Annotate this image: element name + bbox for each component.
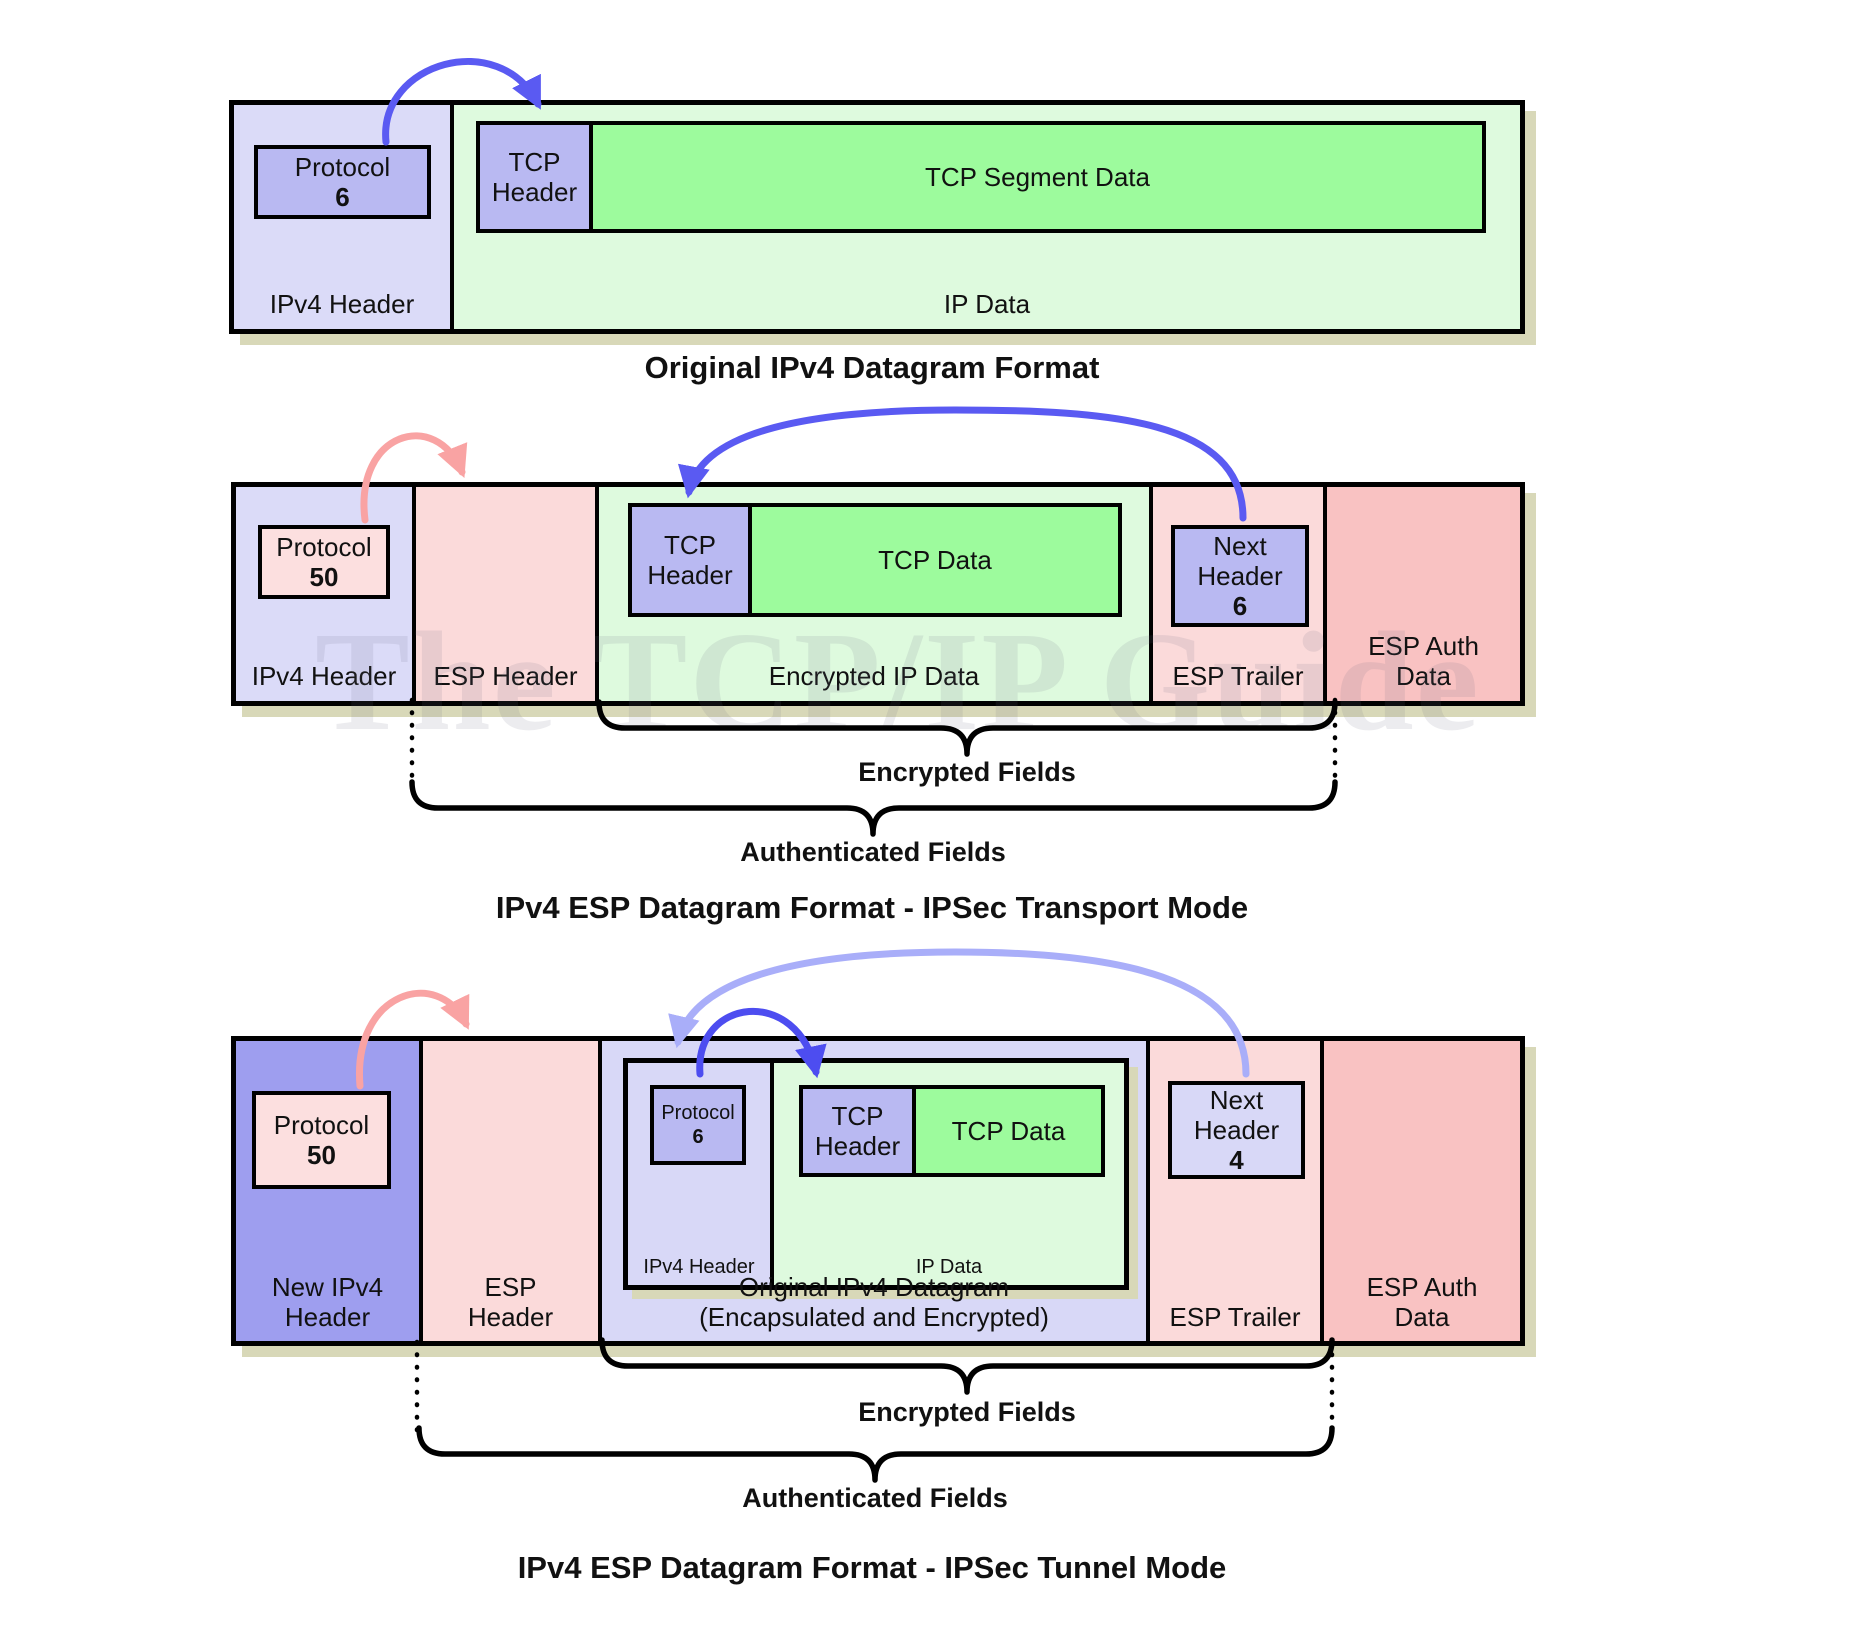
d3-section-esp-trailer: Next Header 4 ESP Trailer [1146, 1041, 1320, 1341]
d3-inner-protocol-label: Protocol [661, 1102, 735, 1124]
d2-section-esp-trailer: Next Header 6 ESP Trailer [1149, 487, 1323, 701]
d2-esp-auth-line1: ESP Auth [1368, 631, 1479, 661]
d2-encrypted-fields-label: Encrypted Fields [858, 757, 1076, 787]
d2-tcp-box: TCP Header TCP Data [628, 503, 1122, 617]
d3-encapsulated-datagram-box: Protocol 6 IPv4 Header TCP Header TCP Da… [623, 1058, 1129, 1290]
d1-protocol-label: Protocol [294, 152, 391, 182]
d3-encrypted-fields-label: Encrypted Fields [858, 1397, 1076, 1427]
d3-esp-auth-line2: Data [1394, 1302, 1450, 1332]
d3-inner-ipv4-header-label: IPv4 Header [643, 1256, 755, 1278]
d2-esp-header-label: ESP Header [433, 661, 578, 691]
d2-encrypted-fields-brace [596, 699, 1338, 757]
d3-next-header-value: 4 [1229, 1145, 1244, 1175]
d3-esp-auth-line1: ESP Auth [1366, 1272, 1478, 1302]
d1-section-ip-data: TCP Header TCP Segment Data IP Data [450, 105, 1520, 329]
d3-section-esp-header: ESP Header [419, 1041, 598, 1341]
d2-section-esp-auth: ESP Auth Data [1323, 487, 1520, 701]
d3-authenticated-fields-brace [416, 1425, 1335, 1483]
d3-orig-line2: (Encapsulated and Encrypted) [699, 1302, 1049, 1332]
d3-section-original-datagram: Protocol 6 IPv4 Header TCP Header TCP Da… [598, 1041, 1146, 1341]
d3-new-ipv4-line1: New IPv4 [271, 1272, 384, 1302]
d3-next-header-box: Next Header 4 [1168, 1081, 1305, 1179]
d3-inner-tcp-header-cell: TCP Header [803, 1089, 916, 1173]
d2-esp-auth-label: ESP Auth Data [1327, 631, 1520, 691]
d2-outer-box: Protocol 50 IPv4 Header ESP Header TCP H… [231, 482, 1525, 706]
d3-inner-protocol-box: Protocol 6 [650, 1085, 746, 1165]
d3-protocol-box: Protocol 50 [252, 1091, 391, 1189]
d3-esp-line2: Header [467, 1302, 554, 1332]
d3-encrypted-fields-brace [599, 1337, 1335, 1395]
d3-section-esp-auth: ESP Auth Data [1320, 1041, 1520, 1341]
d2-next-header-box: Next Header 6 [1171, 525, 1309, 627]
d3-esp-auth-label: ESP Auth Data [1324, 1272, 1520, 1332]
d2-esp-auth-line2: Data [1396, 661, 1451, 691]
d3-original-datagram-label: Original IPv4 Datagram (Encapsulated and… [602, 1272, 1146, 1332]
d2-protocol-label: Protocol [276, 532, 372, 562]
d2-next-header-line1: Next [1213, 531, 1267, 561]
d1-outer-box: Protocol 6 IPv4 Header TCP Header TCP Se… [229, 100, 1525, 334]
d1-ip-data-label: IP Data [943, 289, 1031, 319]
d3-orig-line1: Original IPv4 Datagram [738, 1272, 1010, 1302]
d3-next-header-line1: Next [1209, 1085, 1264, 1115]
d1-tcp-segment-data-cell: TCP Segment Data [593, 125, 1482, 229]
d3-esp-header-label: ESP Header [423, 1272, 598, 1332]
d3-inner-tcp-box: TCP Header TCP Data [799, 1085, 1105, 1177]
d3-section-new-ipv4-header: Protocol 50 New IPv4 Header [236, 1041, 419, 1341]
d2-section-esp-header: ESP Header [412, 487, 595, 701]
d3-next-header-line2: Header [1193, 1115, 1280, 1145]
d2-tcp-header-cell: TCP Header [632, 507, 752, 613]
d3-authenticated-fields-label: Authenticated Fields [742, 1483, 1008, 1513]
d3-new-ipv4-label: New IPv4 Header [236, 1272, 419, 1332]
d3-protocol-value: 50 [307, 1140, 336, 1170]
d3-title: IPv4 ESP Datagram Format - IPSec Tunnel … [517, 1550, 1227, 1585]
d3-inner-ip-data-label: IP Data [915, 1256, 983, 1278]
d1-tcp-segment-box: TCP Header TCP Segment Data [476, 121, 1486, 233]
d2-ipv4-header-label: IPv4 Header [251, 661, 397, 691]
d2-section-ipv4-header: Protocol 50 IPv4 Header [236, 487, 412, 701]
d1-ipv4-header-label: IPv4 Header [269, 289, 415, 319]
d2-protocol-value: 50 [309, 562, 339, 592]
d3-esp-trailer-label: ESP Trailer [1169, 1302, 1301, 1332]
d3-inner-tcp-data-cell: TCP Data [916, 1089, 1101, 1173]
d3-esp-line1: ESP [484, 1272, 537, 1302]
d2-encrypted-ip-data-label: Encrypted IP Data [768, 661, 980, 691]
d3-new-ipv4-line2: Header [284, 1302, 371, 1332]
d1-title: Original IPv4 Datagram Format [644, 350, 1100, 385]
d2-esp-trailer-label: ESP Trailer [1172, 661, 1304, 691]
d2-next-header-value: 6 [1232, 591, 1248, 621]
d3-protocol-label: Protocol [273, 1110, 370, 1140]
d2-next-header-line2: Header [1197, 561, 1283, 591]
d2-section-encrypted-ip-data: TCP Header TCP Data Encrypted IP Data [595, 487, 1149, 701]
d2-authenticated-fields-brace [409, 779, 1338, 837]
d2-protocol-box: Protocol 50 [258, 525, 390, 599]
d3-outer-box: Protocol 50 New IPv4 Header ESP Header P… [231, 1036, 1525, 1346]
d2-tcp-data-cell: TCP Data [752, 507, 1118, 613]
d1-protocol-box: Protocol 6 [254, 145, 431, 219]
d1-section-ipv4-header: Protocol 6 IPv4 Header [234, 105, 450, 329]
d1-protocol-value: 6 [335, 182, 350, 212]
d2-authenticated-fields-label: Authenticated Fields [740, 837, 1006, 867]
d3-inner-ip-data-section: TCP Header TCP Data IP Data [770, 1063, 1124, 1285]
d1-tcp-header-cell: TCP Header [480, 125, 593, 229]
d2-title: IPv4 ESP Datagram Format - IPSec Transpo… [495, 890, 1249, 925]
d3-inner-ipv4-header-section: Protocol 6 IPv4 Header [628, 1063, 770, 1285]
d3-inner-protocol-value: 6 [692, 1126, 704, 1148]
